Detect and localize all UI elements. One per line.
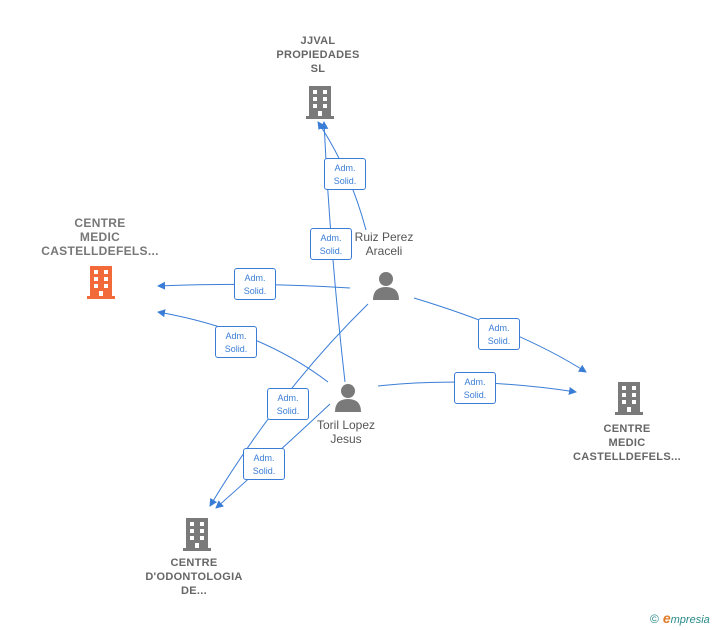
building-icon[interactable] (86, 264, 116, 300)
label-line: MEDIC (608, 437, 646, 449)
relation-badge[interactable]: Adm. Solid. (234, 268, 276, 300)
badge-line: Solid. (252, 466, 276, 476)
label-line: PROPIEDADES (276, 49, 360, 61)
label-line: MEDIC (79, 230, 121, 244)
badge-line: Solid. (224, 344, 248, 354)
badge-line: Solid. (463, 390, 487, 400)
badge-line: Solid. (276, 406, 300, 416)
label-line: Jesus (330, 432, 362, 446)
badge-line: Adm. (225, 331, 247, 341)
node-label-toril[interactable]: Toril Lopez Jesus (298, 418, 394, 446)
badge-line: Adm. (334, 163, 356, 173)
label-line: Ruiz Perez (354, 230, 414, 244)
label-line: Toril Lopez (316, 418, 376, 432)
node-label-ruiz[interactable]: Ruiz Perez Araceli (336, 230, 432, 258)
relation-badge[interactable]: Adm. Solid. (478, 318, 520, 350)
label-line: CENTRE (603, 423, 651, 435)
label-line: CASTELLDEFELS... (572, 451, 682, 463)
node-label-centre-focus[interactable]: CENTRE MEDIC CASTELLDEFELS... (36, 216, 164, 258)
node-label-jjval[interactable]: JJVAL PROPIEDADES SL (258, 34, 378, 76)
node-label-centre-right[interactable]: CENTRE MEDIC CASTELLDEFELS... (566, 422, 688, 464)
label-line: D'ODONTOLOGIA (145, 571, 243, 583)
label-line: SL (310, 63, 326, 75)
relation-badge[interactable]: Adm. Solid. (267, 388, 309, 420)
relation-badge[interactable]: Adm. Solid. (454, 372, 496, 404)
badge-line: Adm. (244, 273, 266, 283)
label-line: CASTELLDEFELS... (41, 244, 159, 258)
label-line: DE... (181, 585, 207, 597)
node-label-odontologia[interactable]: CENTRE D'ODONTOLOGIA DE... (136, 556, 252, 598)
relation-badge[interactable]: Adm. Solid. (324, 158, 366, 190)
relation-badge[interactable]: Adm. Solid. (215, 326, 257, 358)
brand-watermark: ©empresia (650, 610, 710, 626)
label-line: CENTRE (170, 557, 218, 569)
building-icon[interactable] (182, 516, 212, 552)
badge-line: Solid. (243, 286, 267, 296)
label-line: JJVAL (300, 35, 336, 47)
copyright-symbol: © (650, 612, 659, 626)
building-icon[interactable] (305, 84, 335, 120)
badge-line: Solid. (319, 246, 343, 256)
badge-line: Adm. (488, 323, 510, 333)
brand-initial: e (662, 610, 671, 626)
person-icon[interactable] (333, 382, 363, 412)
relation-badge[interactable]: Adm. Solid. (243, 448, 285, 480)
badge-line: Solid. (487, 336, 511, 346)
brand-name: mpresia (670, 614, 710, 626)
badge-line: Adm. (320, 233, 342, 243)
person-icon[interactable] (371, 270, 401, 300)
label-line: Araceli (365, 244, 403, 258)
relation-badge[interactable]: Adm. Solid. (310, 228, 352, 260)
badge-line: Solid. (333, 176, 357, 186)
building-icon[interactable] (614, 380, 644, 416)
badge-line: Adm. (464, 377, 486, 387)
badge-line: Adm. (277, 393, 299, 403)
badge-line: Adm. (253, 453, 275, 463)
label-line: CENTRE (74, 216, 126, 230)
